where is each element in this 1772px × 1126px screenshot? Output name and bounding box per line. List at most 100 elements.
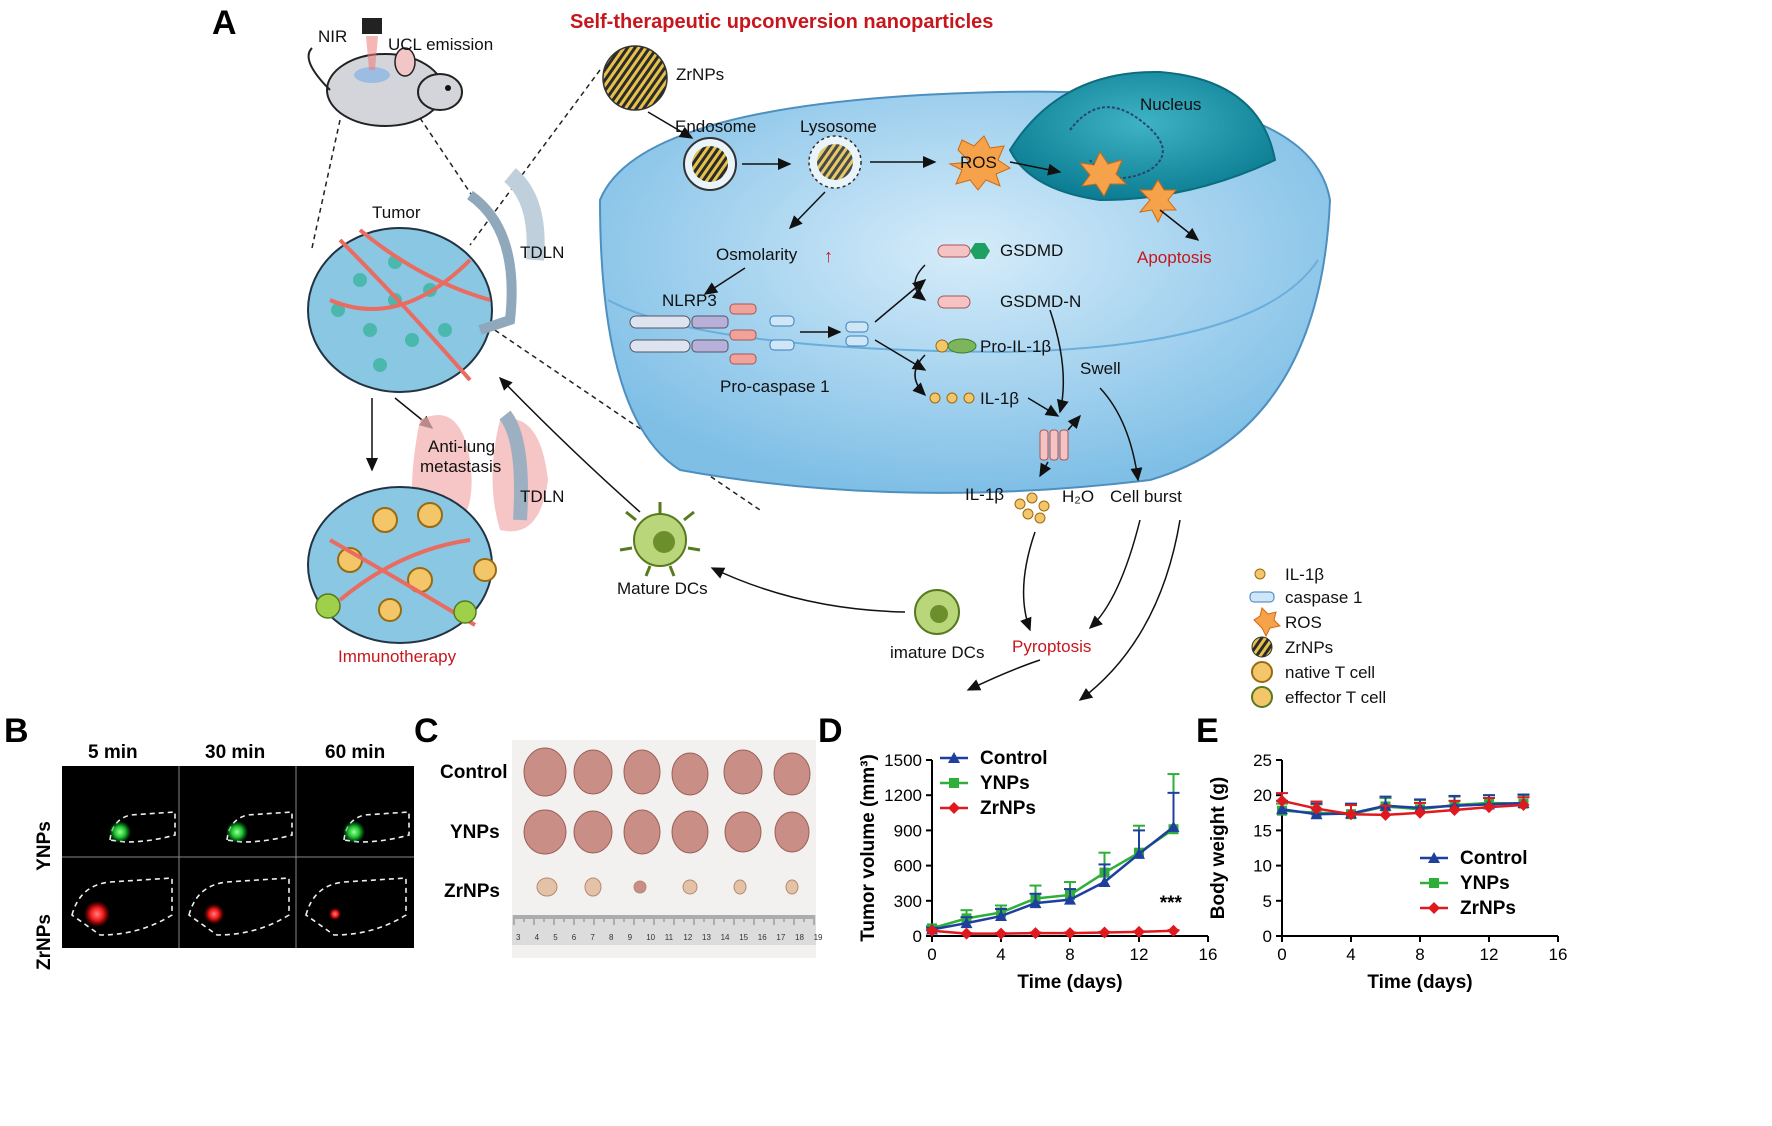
panel-label-a: A	[212, 4, 237, 42]
data-point	[1098, 876, 1111, 888]
legend-native-t-icon	[1251, 661, 1273, 683]
data-point	[1276, 794, 1288, 807]
y-tick-label: 600	[894, 857, 922, 876]
nlrp3-label: NLRP3	[662, 291, 717, 310]
data-point	[1167, 820, 1180, 832]
caspase-1-icon	[845, 321, 869, 347]
data-point	[1517, 799, 1530, 812]
legend-marker	[1428, 902, 1440, 914]
legend-ros-icon	[1253, 607, 1282, 638]
ruler-number: 4	[535, 933, 540, 942]
x-tick-label: 8	[1065, 945, 1074, 964]
x-tick-label: 12	[1480, 945, 1499, 964]
legend-label: Control	[980, 748, 1048, 769]
data-point	[995, 910, 1007, 922]
legend-label: YNPs	[980, 773, 1030, 794]
ruler-number: 17	[776, 933, 785, 942]
data-point	[1029, 927, 1042, 940]
data-point	[1379, 808, 1392, 821]
data-point	[926, 924, 938, 937]
ruler-number: 18	[795, 933, 804, 942]
x-tick-label: 4	[996, 945, 1005, 964]
y-tick-label: 0	[913, 927, 922, 946]
legend-zrnps: ZrNPs	[1285, 638, 1333, 657]
x-tick-label: 12	[1130, 945, 1149, 964]
x-tick-label: 16	[1199, 945, 1218, 964]
ruler-number: 11	[665, 933, 674, 942]
il1b-cluster-icon	[1014, 492, 1050, 524]
x-tick-label: 8	[1415, 945, 1424, 964]
ruler-number: 7	[590, 933, 595, 942]
ruler-number: 12	[683, 933, 692, 942]
y-tick-label: 25	[1253, 751, 1272, 770]
il1b-dots-icon	[929, 392, 975, 404]
ruler-number: 10	[646, 933, 655, 942]
ruler-number: 14	[721, 933, 730, 942]
panel-label-e: E	[1196, 712, 1219, 750]
series-zrnps	[1276, 792, 1530, 821]
ros-icon	[948, 135, 1012, 191]
dna-damage-icon	[1078, 150, 1178, 224]
legend-caspase: caspase 1	[1285, 588, 1363, 607]
data-point	[960, 927, 973, 940]
x-axis-label: Time (days)	[1367, 972, 1472, 993]
data-point	[1064, 927, 1076, 940]
legend-label: ZrNPs	[980, 798, 1036, 819]
series-line	[1281, 801, 1524, 816]
legend-il1b-icon	[1254, 568, 1266, 580]
c-row-ynps: YNPs	[450, 822, 500, 843]
ucl-emission-label: UCL emission	[388, 35, 493, 54]
mature-dc-icon	[619, 502, 701, 577]
panel-label-d: D	[818, 712, 843, 750]
osmolarity-up-arrow: ↑	[824, 246, 833, 266]
data-point	[960, 917, 973, 929]
ruler-number: 3	[516, 933, 521, 942]
il1b-label: IL-1β	[980, 389, 1019, 408]
row-label-zrnps: ZrNPs	[34, 914, 55, 970]
gsdmd-n-icon	[937, 295, 971, 309]
y-axis-label: Body weight (g)	[1208, 777, 1229, 919]
h2o-label: H₂O	[1062, 487, 1094, 506]
ruler-number: 6	[572, 933, 577, 942]
lysosome-label: Lysosome	[800, 117, 877, 136]
data-point	[1064, 893, 1076, 905]
data-point	[1029, 897, 1042, 909]
gsdmd-n-label: GSDMD-N	[1000, 292, 1081, 311]
ros-label: ROS	[960, 153, 997, 172]
time-label-30: 30 min	[205, 742, 265, 763]
y-tick-label: 15	[1253, 821, 1272, 840]
legend-native-t: native T cell	[1285, 663, 1375, 682]
series-zrnps	[926, 924, 1180, 940]
legend-effector-t: effector T cell	[1285, 688, 1386, 707]
x-tick-label: 0	[927, 945, 936, 964]
nlrp3-inflammasome-icon	[629, 303, 795, 365]
anti-lung-label-2: metastasis	[420, 457, 501, 476]
zrnps-label: ZrNPs	[676, 65, 724, 84]
nir-label: NIR	[318, 27, 347, 46]
data-point	[1448, 803, 1461, 816]
imature-dcs-label: imature DCs	[890, 643, 984, 662]
data-point	[1345, 808, 1357, 821]
mature-dcs-label: Mature DCs	[617, 579, 708, 598]
row-label-ynps: YNPs	[34, 821, 55, 871]
y-tick-label: 20	[1253, 786, 1272, 805]
panel-b: 5 min 30 min 60 min YNPs ZrNPs	[34, 742, 414, 970]
series-control	[926, 791, 1180, 935]
legend-caspase-icon	[1249, 591, 1275, 603]
c-row-zrnps: ZrNPs	[444, 881, 500, 902]
legend-a: IL-1β caspase 1 ROS ZrNPs native T cell …	[1249, 565, 1386, 708]
tumor-label: Tumor	[372, 203, 421, 222]
pro-il1b-label: Pro-IL-1β	[980, 337, 1051, 356]
tdln-label: TDLN	[520, 243, 564, 262]
data-point	[995, 927, 1007, 940]
panel-label-b: B	[4, 712, 29, 750]
data-point	[1133, 847, 1145, 859]
endosome-icon	[683, 137, 737, 191]
il1b-release-label: IL-1β	[965, 485, 1004, 504]
